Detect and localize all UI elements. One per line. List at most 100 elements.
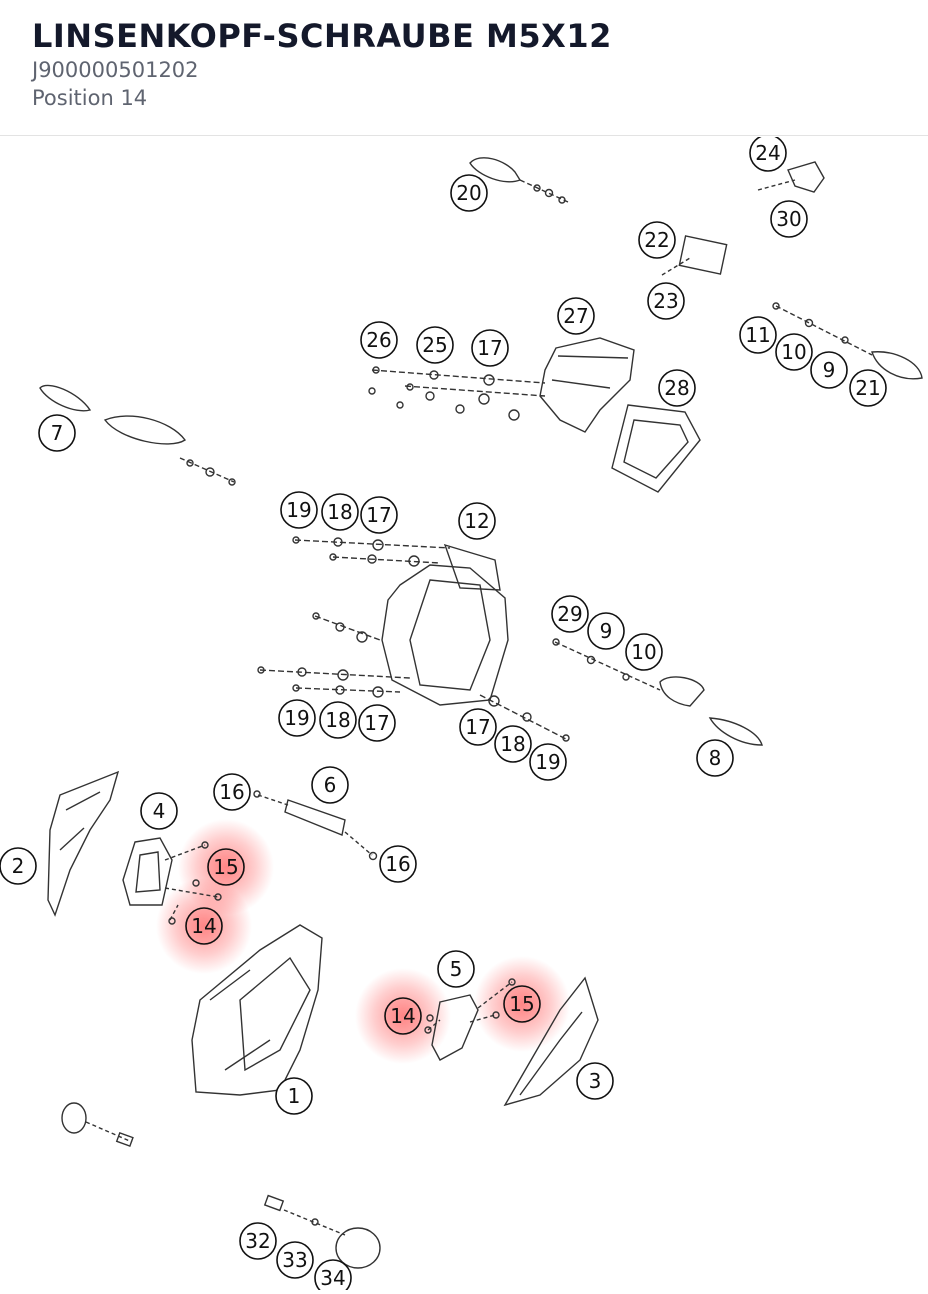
callout-28[interactable]: 28 [658,369,696,407]
callout-22[interactable]: 22 [638,221,676,259]
callout-17[interactable]: 17 [471,329,509,367]
callout-9[interactable]: 9 [587,612,625,650]
callout-25[interactable]: 25 [416,326,454,364]
callout-33[interactable]: 33 [276,1241,314,1279]
callout-11[interactable]: 11 [739,316,777,354]
callout-label: 29 [557,602,582,626]
callout-23[interactable]: 23 [647,282,685,320]
callout-circle [739,316,777,354]
callout-3[interactable]: 3 [576,1062,614,1100]
callout-label: 18 [500,732,525,756]
callout-18[interactable]: 18 [321,493,359,531]
callout-label: 17 [366,503,391,527]
callout-label: 17 [364,711,389,735]
callout-label: 9 [823,358,836,382]
callout-circle [207,848,245,886]
rear-light [539,337,635,433]
callout-label: 3 [589,1069,602,1093]
callout-24[interactable]: 24 [749,134,787,172]
turn-signal-rear-left [39,384,92,412]
callout-label: 17 [477,336,502,360]
callout-32[interactable]: 32 [239,1222,277,1260]
license-light [787,161,825,193]
callout-18[interactable]: 18 [319,701,357,739]
callout-circle [625,633,663,671]
callout-label: 19 [535,750,560,774]
callout-29[interactable]: 29 [551,595,589,633]
callout-circle [775,333,813,371]
callout-label: 1 [288,1084,301,1108]
callout-circle [38,414,76,452]
callout-circle [360,496,398,534]
callout-circle [459,708,497,746]
callout-label: 25 [422,333,447,357]
callout-label: 15 [509,992,534,1016]
callout-circle [275,1077,313,1115]
callout-16[interactable]: 16 [379,845,417,883]
callout-17[interactable]: 17 [459,708,497,746]
callout-circle [647,282,685,320]
callout-16[interactable]: 16 [213,773,251,811]
turn-signal-front-right [659,676,705,707]
callout-circle [503,985,541,1023]
callout-label: 6 [324,773,337,797]
callout-7[interactable]: 7 [38,414,76,452]
callout-circle [140,792,178,830]
callout-17[interactable]: 17 [360,496,398,534]
callout-label: 7 [51,421,64,445]
callout-14[interactable]: 14 [185,907,223,945]
callout-15[interactable]: 15 [207,848,245,886]
highlight-glows [156,819,570,1064]
callout-34[interactable]: 34 [314,1259,352,1294]
callout-label: 24 [755,141,780,165]
callout-label: 8 [709,746,722,770]
callout-label: 26 [366,328,391,352]
callout-circle [770,200,808,238]
callout-label: 17 [465,715,490,739]
callout-27[interactable]: 27 [557,297,595,335]
callout-circle [810,351,848,389]
callout-circle [276,1241,314,1279]
callout-30[interactable]: 30 [770,200,808,238]
callout-21[interactable]: 21 [849,369,887,407]
callout-circle [379,845,417,883]
callout-circle [384,997,422,1035]
side-panel-right [503,976,599,1107]
part-header: LINSENKOPF-SCHRAUBE M5X12 J900000501202 … [0,0,928,136]
callout-8[interactable]: 8 [696,739,734,777]
callout-circle [450,174,488,212]
callout-9[interactable]: 9 [810,351,848,389]
callout-5[interactable]: 5 [437,950,475,988]
callout-label: 14 [191,914,216,938]
callout-circle [471,329,509,367]
callout-19[interactable]: 19 [278,699,316,737]
callout-label: 10 [631,640,656,664]
cap-screw [263,1194,285,1212]
callout-20[interactable]: 20 [450,174,488,212]
callout-26[interactable]: 26 [360,321,398,359]
callout-4[interactable]: 4 [140,792,178,830]
callout-17[interactable]: 17 [358,704,396,742]
callout-12[interactable]: 12 [458,502,496,540]
callout-label: 27 [563,304,588,328]
callout-label: 18 [325,708,350,732]
callout-10[interactable]: 10 [625,633,663,671]
callout-label: 32 [245,1229,270,1253]
callout-18[interactable]: 18 [494,725,532,763]
callout-circle [557,297,595,335]
callout-6[interactable]: 6 [311,766,349,804]
callout-circle [551,595,589,633]
callout-10[interactable]: 10 [775,333,813,371]
callout-label: 18 [327,500,352,524]
callout-1[interactable]: 1 [275,1077,313,1115]
reflector [678,235,728,275]
callout-19[interactable]: 19 [280,491,318,529]
callout-15[interactable]: 15 [503,985,541,1023]
callout-14[interactable]: 14 [384,997,422,1035]
callout-19[interactable]: 19 [529,743,567,781]
callout-2[interactable]: 2 [0,847,37,885]
callout-label: 22 [644,228,669,252]
callout-label: 19 [284,706,309,730]
